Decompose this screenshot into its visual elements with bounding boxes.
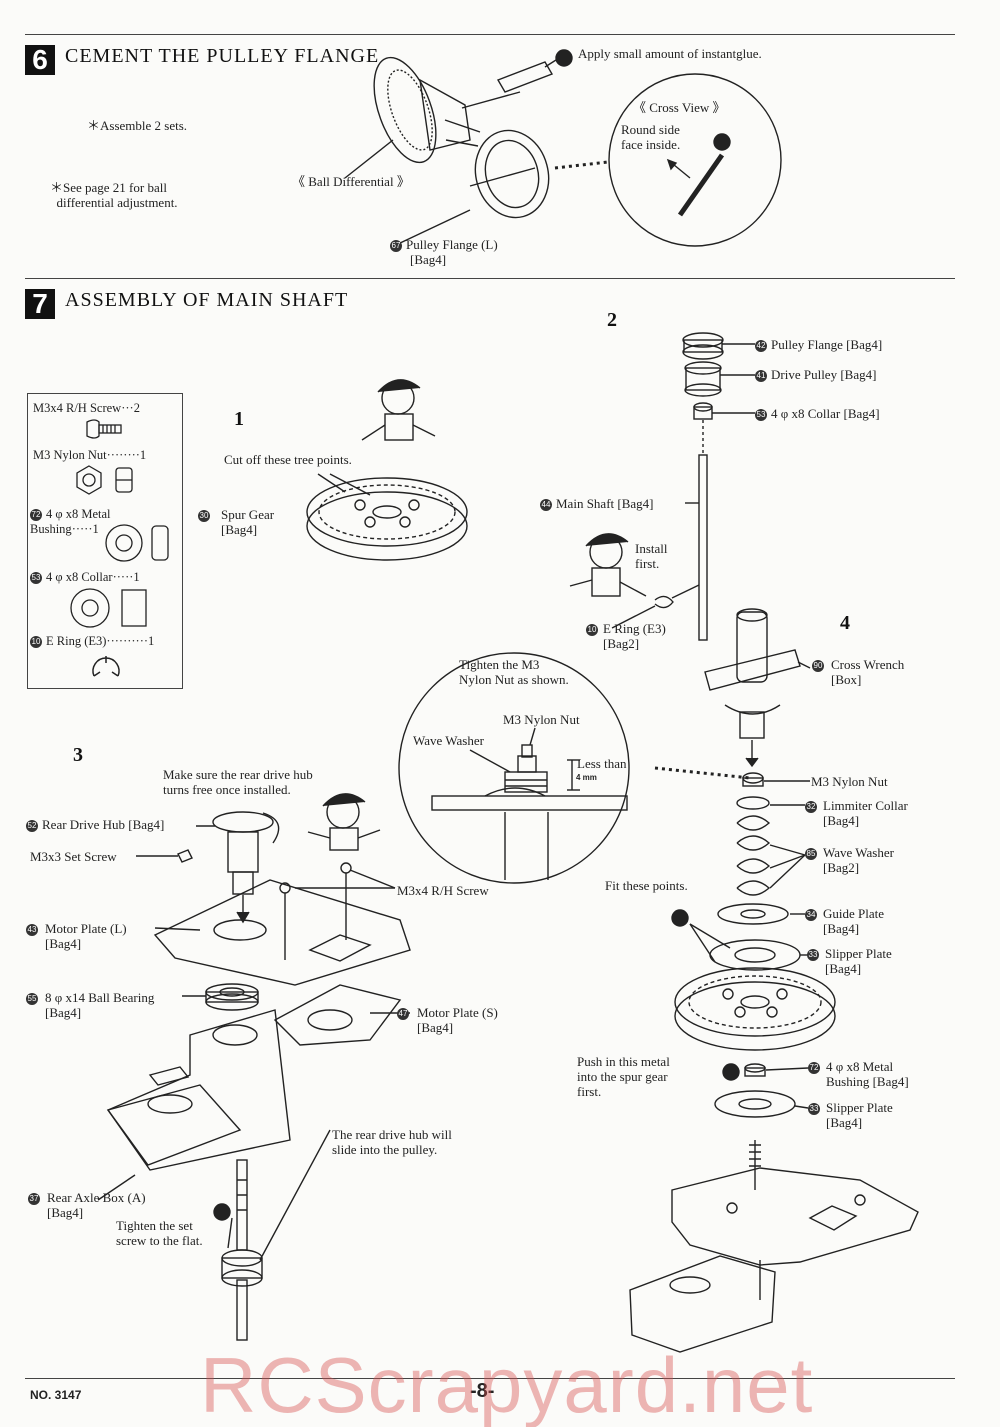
ball-bearing-drawing (182, 983, 259, 1011)
e-ring-icon (92, 656, 120, 677)
motor-plate-s-num: 47 (397, 1008, 409, 1021)
collar-icon (70, 588, 147, 628)
mascot-1 (361, 379, 436, 441)
ball-bearing-num: 55 (26, 993, 38, 1006)
cross-view-note: Round side face inside. (621, 122, 681, 152)
cross-wrench-num: 90 (812, 660, 824, 673)
top-rule (25, 34, 955, 35)
slipper-plate-num: 33 (807, 949, 819, 962)
parts-list-box (27, 393, 183, 689)
slipper-plate-label: Slipper Plate [Bag4] (825, 946, 892, 976)
section-7-number: 7 (25, 289, 55, 319)
step-1-number: 1 (234, 408, 244, 430)
metal-bushing-icon (105, 524, 169, 562)
slipper-plate-2-num: 33 (808, 1103, 820, 1116)
page-number: -8- (470, 1380, 495, 1402)
less-than-value: 4 mm (576, 773, 597, 782)
section-divider (25, 278, 955, 279)
cross-wrench-label: Cross Wrench [Box] (831, 657, 905, 687)
cut-tree-points-note: Cut off these tree points. (224, 452, 352, 467)
step4-nylon-nut-label: M3 Nylon Nut (811, 774, 888, 789)
main-shaft-stack (682, 332, 755, 641)
turns-free-note: Make sure the rear drive hub turns free … (163, 767, 313, 797)
rear-axle-box-label: Rear Axle Box (A) [Bag4] (47, 1190, 146, 1220)
metal-bushing-num: 72 (808, 1062, 820, 1075)
limmiter-collar-label: Limmiter Collar [Bag4] (823, 798, 908, 828)
step-3-number: 3 (73, 744, 83, 766)
guide-plate-label: Guide Plate [Bag4] (823, 906, 885, 936)
assemble-note: ＊Assemble 2 sets. (87, 118, 188, 133)
install-first-note: Install first. (635, 541, 668, 571)
section-6-title: CEMENT THE PULLEY FLANGE (65, 45, 380, 67)
limmiter-collar-num: 32 (805, 801, 817, 814)
motor-plate-s-drawing (273, 984, 410, 1046)
fit-points-note: Fit these points. (605, 878, 688, 893)
set-screw-label: M3x3 Set Screw (30, 849, 117, 864)
cross-view-title: 《 Cross View 》 (633, 100, 726, 115)
spur-gear-1 (306, 477, 468, 561)
slipper-stack (671, 772, 836, 1190)
motor-plate-l-label: Motor Plate (L) [Bag4] (45, 921, 127, 951)
slipper-plate-2-label: Slipper Plate [Bag4] (826, 1100, 893, 1130)
rear-drive-hub-drawing (136, 811, 280, 924)
detail-circle (398, 652, 630, 884)
e-ring-label: E Ring (E3) [Bag2] (603, 621, 666, 651)
footer-rule (25, 1378, 955, 1379)
nylon-nut-icon (76, 465, 133, 495)
e-ring-label-num: 10 (586, 624, 598, 637)
spur-gear-label: 30 (198, 510, 210, 523)
wave-washer-label: Wave Washer [Bag2] (823, 845, 894, 875)
glue-note: Apply small amount of instantglue. (578, 46, 762, 61)
rh-screw-icon (86, 419, 122, 439)
cross-wrench-drawing (704, 608, 811, 768)
motor-plate-l-num: 43 (26, 924, 38, 937)
step-4-number: 4 (840, 612, 850, 634)
rh-screw-label: M3x4 R/H Screw (397, 883, 489, 898)
parts-item-nylon-nut: M3 Nylon Nut········1 (33, 448, 147, 462)
tighten-set-screw-note: Tighten the set screw to the flat. (116, 1218, 203, 1248)
tighten-nut-note: Tighten the M3 Nylon Nut as shown. (459, 657, 569, 687)
ball-differential-label: 《 Ball Differential 》 (292, 174, 410, 189)
less-than-label: Less than (577, 756, 627, 771)
cross-view-circle (608, 73, 782, 247)
spur-gear-text: Spur Gear [Bag4] (221, 507, 275, 537)
wave-washer-num: 85 (805, 848, 817, 861)
step-2-number: 2 (607, 309, 617, 331)
detail-nylon-nut-label: M3 Nylon Nut (503, 712, 580, 727)
section-6-number: 6 (25, 45, 55, 75)
mascot-2 (569, 533, 647, 597)
ball-differential-drawing (373, 56, 554, 219)
guide-plate-num: 34 (805, 909, 817, 922)
push-metal-note: Push in this metal into the spur gear fi… (577, 1054, 670, 1099)
slide-into-pulley-note: The rear drive hub will slide into the p… (332, 1127, 452, 1157)
motor-plate-l-drawing (153, 862, 411, 986)
watermark: RCScrapyard.net (200, 1341, 814, 1427)
lower-right-plate (629, 1167, 919, 1353)
pulley-flange-l-bag: [Bag4] (410, 252, 447, 267)
axle-shaft-drawing (213, 1129, 331, 1341)
model-number: NO. 3147 (30, 1388, 82, 1402)
see-page-note: ＊See page 21 for ball differential adjus… (50, 180, 178, 210)
rear-axle-box-num: 37 (28, 1193, 40, 1206)
mascot-3 (307, 793, 381, 851)
section-7-title: ASSEMBLY OF MAIN SHAFT (65, 289, 349, 311)
rear-axle-box-drawing (97, 1009, 291, 1201)
parts-item-rh-screw: M3x4 R/H Screw···2 (33, 401, 140, 415)
metal-bushing-label: 4 φ x8 Metal Bushing [Bag4] (826, 1059, 909, 1089)
ball-bearing-label: 8 φ x14 Ball Bearing [Bag4] (45, 990, 155, 1020)
motor-plate-s-label: Motor Plate (S) [Bag4] (417, 1005, 498, 1035)
detail-wave-washer-label: Wave Washer (413, 733, 484, 748)
